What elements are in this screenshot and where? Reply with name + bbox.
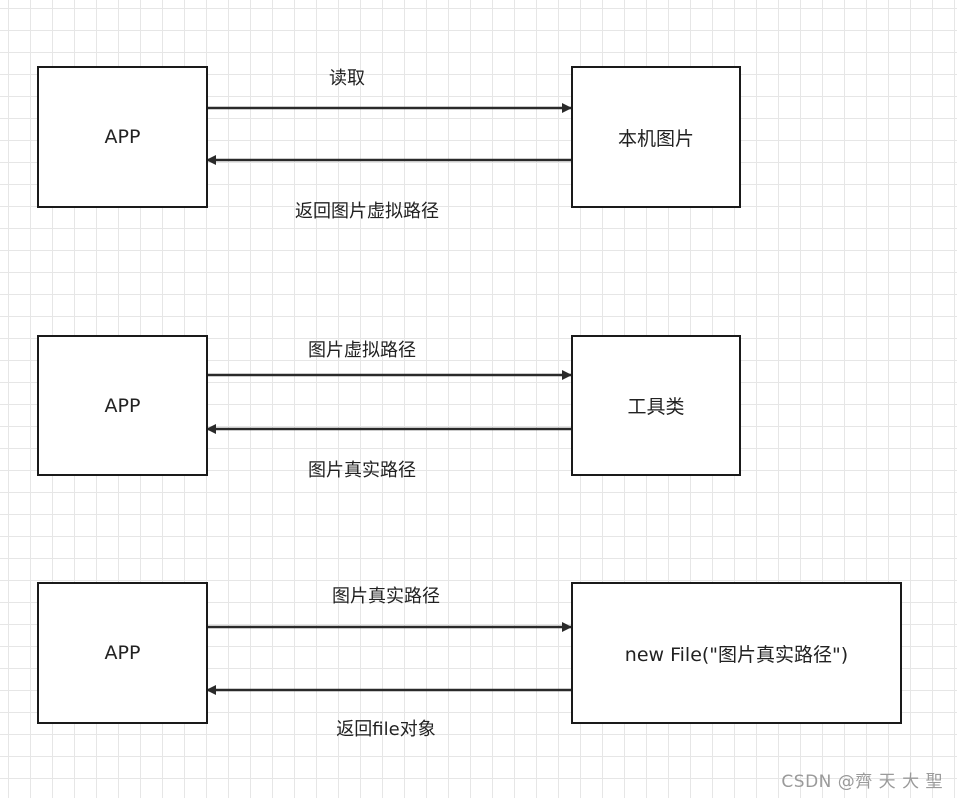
app-box-2: APP	[37, 335, 208, 476]
real-path-to-file-label: 图片真实路径	[332, 586, 440, 607]
return-virtual-path-label: 返回图片虚拟路径	[295, 201, 439, 222]
local-image-box: 本机图片	[571, 66, 741, 208]
virtual-path-label: 图片虚拟路径	[308, 340, 416, 361]
read-label: 读取	[329, 68, 365, 89]
watermark: CSDN @齊 天 大 聖	[781, 772, 943, 792]
utility-class-box: 工具类	[571, 335, 741, 476]
app-box-3: APP	[37, 582, 208, 724]
app-box-1: APP	[37, 66, 208, 208]
new-file-box: new File("图片真实路径")	[571, 582, 902, 724]
real-path-label: 图片真实路径	[308, 460, 416, 481]
return-file-object-label: 返回file对象	[336, 719, 436, 740]
